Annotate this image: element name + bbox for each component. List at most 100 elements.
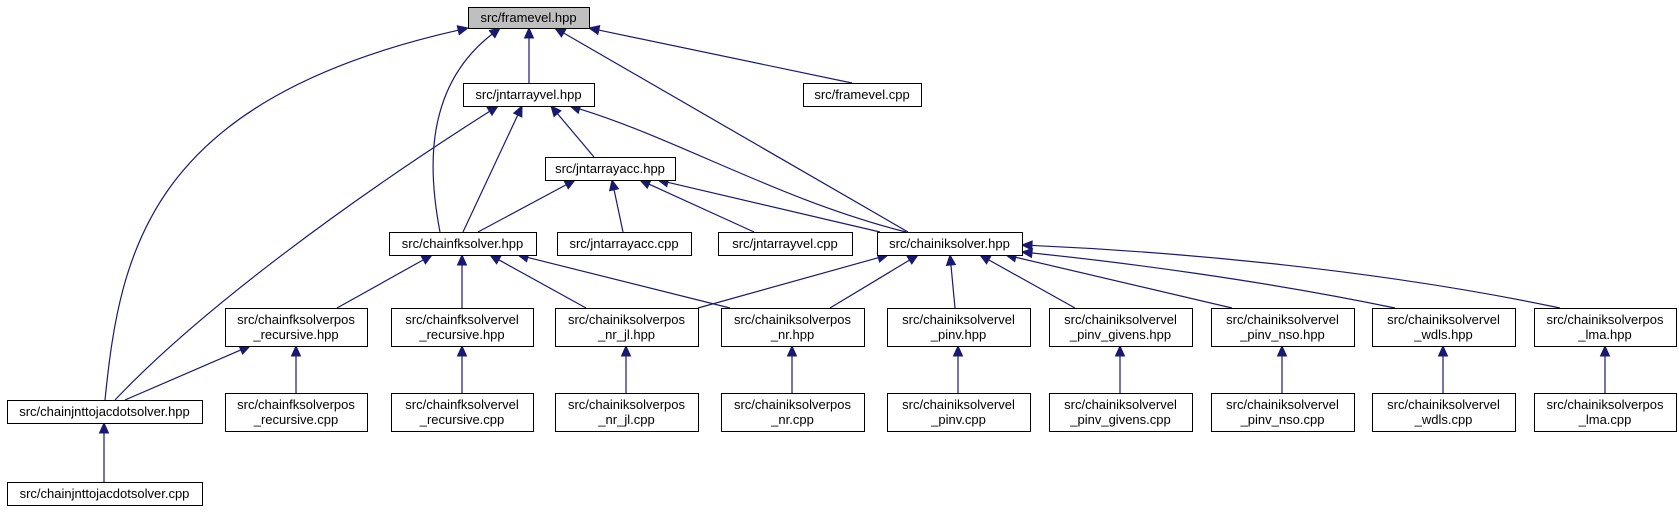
- node-label: src/chainfksolverpos: [237, 397, 355, 412]
- edge-ikvel_wdls_hpp-to-chainiksolver_hpp: [1020, 247, 1396, 309]
- node-label: src/chainfksolver.hpp: [402, 236, 523, 251]
- edge-line: [498, 259, 587, 309]
- node-jntarrayacc_cpp[interactable]: src/jntarrayacc.cpp: [557, 232, 692, 256]
- node-fkvel_rec_cpp[interactable]: src/chainfksolvervel_recursive.cpp: [391, 393, 534, 432]
- node-label: src/chainjnttojacdotsolver.hpp: [19, 404, 190, 419]
- arrowhead-icon: [290, 344, 302, 357]
- node-jntarrayvel_hpp[interactable]: src/jntarrayvel.hpp: [463, 83, 595, 107]
- node-jnttojacdot_hpp[interactable]: src/chainjnttojacdotsolver.hpp: [7, 400, 203, 424]
- edge-fkvel_rec_cpp-to-fkvel_rec_hpp: [456, 344, 468, 393]
- node-fkpos_rec_hpp[interactable]: src/chainfksolverpos_recursive.hpp: [225, 308, 368, 347]
- node-ikvel_pinv_hpp[interactable]: src/chainiksolvervel_pinv.hpp: [887, 308, 1031, 347]
- edge-line: [697, 257, 879, 309]
- arrowhead-icon: [1276, 344, 1288, 357]
- node-label: src/chainfksolvervel: [405, 312, 519, 327]
- edge-line: [556, 113, 595, 158]
- node-label: src/chainiksolverpos: [734, 312, 852, 327]
- node-ikvel_wdls_cpp[interactable]: src/chainiksolvervel_wdls.cpp: [1372, 393, 1516, 432]
- node-label: _recursive.hpp: [418, 327, 504, 342]
- node-label: src/jntarrayacc.hpp: [555, 161, 665, 176]
- node-ikvel_givens_cpp[interactable]: src/chainiksolvervel_pinv_givens.cpp: [1049, 393, 1193, 432]
- node-ikpos_nr_hpp[interactable]: src/chainiksolverpos_nr.hpp: [721, 308, 865, 347]
- node-box: [391, 393, 534, 432]
- node-chainiksolver_hpp[interactable]: src/chainiksolver.hpp: [877, 232, 1023, 256]
- node-box: [225, 393, 368, 432]
- node-label: _pinv.cpp: [930, 412, 986, 427]
- arrowhead-icon: [512, 104, 523, 118]
- arrowhead-icon: [553, 27, 567, 38]
- node-box: [1049, 393, 1193, 432]
- node-label: src/jntarrayacc.cpp: [569, 236, 678, 251]
- arrowhead-icon: [978, 254, 992, 265]
- edge-line: [829, 259, 910, 309]
- node-label: _recursive.cpp: [253, 412, 339, 427]
- edge-chainiksolver_hpp-to-framevel_hpp: [553, 27, 909, 233]
- node-ikpos_nr_cpp[interactable]: src/chainiksolverpos_nr.cpp: [721, 393, 865, 432]
- edge-line: [1015, 256, 1233, 309]
- node-box: [887, 308, 1031, 347]
- edge-ikpos_nr_hpp-to-chainiksolver_hpp: [829, 254, 920, 309]
- node-label: src/chainiksolvervel: [1226, 312, 1339, 327]
- edge-line: [613, 189, 624, 233]
- node-box: [555, 308, 699, 347]
- node-chainfksolver_hpp[interactable]: src/chainfksolver.hpp: [389, 232, 537, 256]
- node-label: _pinv_nso.hpp: [1239, 327, 1325, 342]
- node-ikvel_wdls_hpp[interactable]: src/chainiksolvervel_wdls.hpp: [1372, 308, 1516, 347]
- edge-line: [648, 183, 755, 233]
- arrowhead-icon: [456, 253, 468, 266]
- node-label: src/chainiksolvervel: [902, 312, 1015, 327]
- edge-line: [1031, 244, 1561, 309]
- node-jntarrayvel_cpp[interactable]: src/jntarrayvel.cpp: [718, 232, 853, 256]
- node-ikpos_nrjl_cpp[interactable]: src/chainiksolverpos_nr_jl.cpp: [555, 393, 699, 432]
- edge-line: [667, 181, 881, 233]
- node-label: src/chainfksolvervel: [405, 397, 519, 412]
- node-jnttojacdot_cpp[interactable]: src/chainjnttojacdotsolver.cpp: [7, 482, 203, 506]
- node-box: [225, 308, 368, 347]
- node-label: _lma.hpp: [1577, 327, 1631, 342]
- node-box: [1534, 393, 1677, 432]
- node-box: [463, 83, 595, 107]
- node-box: [555, 393, 699, 432]
- edge-line: [114, 110, 490, 401]
- arrowhead-icon: [488, 27, 501, 39]
- node-label: src/chainiksolvervel: [1226, 397, 1339, 412]
- node-label: _pinv_nso.cpp: [1240, 412, 1325, 427]
- edges-layer: [98, 24, 1611, 482]
- node-box: [1372, 308, 1516, 347]
- node-box: [468, 7, 590, 29]
- node-label: src/chainiksolvervel: [902, 397, 1015, 412]
- arrowhead-icon: [523, 26, 535, 39]
- node-fkpos_rec_cpp[interactable]: src/chainfksolverpos_recursive.cpp: [225, 393, 368, 432]
- node-fkvel_rec_hpp[interactable]: src/chainfksolvervel_recursive.hpp: [391, 308, 534, 347]
- edge-ikvel_nso_hpp-to-chainiksolver_hpp: [1004, 252, 1233, 309]
- arrowhead-icon: [98, 421, 110, 434]
- edge-ikpos_nr_hpp-to-chainfksolver_hpp: [516, 252, 731, 309]
- node-framevel_hpp: src/framevel.hpp: [468, 7, 590, 29]
- node-label: src/chainiksolverpos: [1546, 312, 1664, 327]
- node-label: _nr.hpp: [770, 327, 814, 342]
- node-label: src/jntarrayvel.hpp: [475, 87, 581, 102]
- node-label: src/chainiksolverpos: [568, 397, 686, 412]
- edge-fkvel_rec_hpp-to-chainfksolver_hpp: [456, 253, 468, 308]
- arrowhead-icon: [420, 254, 434, 265]
- node-box: [7, 482, 203, 506]
- arrowhead-icon: [238, 345, 252, 356]
- node-jntarrayacc_hpp[interactable]: src/jntarrayacc.hpp: [545, 157, 676, 181]
- edge-ikvel_givens_hpp-to-chainiksolver_hpp: [978, 254, 1076, 309]
- node-ikvel_pinv_cpp[interactable]: src/chainiksolvervel_pinv.cpp: [887, 393, 1031, 432]
- arrowhead-icon: [1020, 247, 1033, 259]
- arrowhead-icon: [1114, 344, 1126, 357]
- node-ikpos_lma_cpp[interactable]: src/chainiksolverpos_lma.cpp: [1534, 393, 1677, 432]
- node-box: [7, 400, 203, 424]
- node-ikvel_nso_hpp[interactable]: src/chainiksolvervel_pinv_nso.hpp: [1211, 308, 1355, 347]
- edge-jntarrayvel_hpp-to-framevel_hpp: [523, 26, 535, 83]
- node-box: [721, 308, 865, 347]
- node-framevel_cpp[interactable]: src/framevel.cpp: [803, 83, 922, 107]
- node-ikvel_nso_cpp[interactable]: src/chainiksolvervel_pinv_nso.cpp: [1211, 393, 1355, 432]
- node-ikvel_givens_hpp[interactable]: src/chainiksolvervel_pinv_givens.hpp: [1049, 308, 1193, 347]
- arrowhead-icon: [587, 24, 601, 36]
- node-ikpos_lma_hpp[interactable]: src/chainiksolverpos_lma.hpp: [1534, 308, 1677, 347]
- node-box: [391, 308, 534, 347]
- edge-ikpos_nr_cpp-to-ikpos_nr_hpp: [786, 344, 798, 393]
- node-ikpos_nrjl_hpp[interactable]: src/chainiksolverpos_nr_jl.hpp: [555, 308, 699, 347]
